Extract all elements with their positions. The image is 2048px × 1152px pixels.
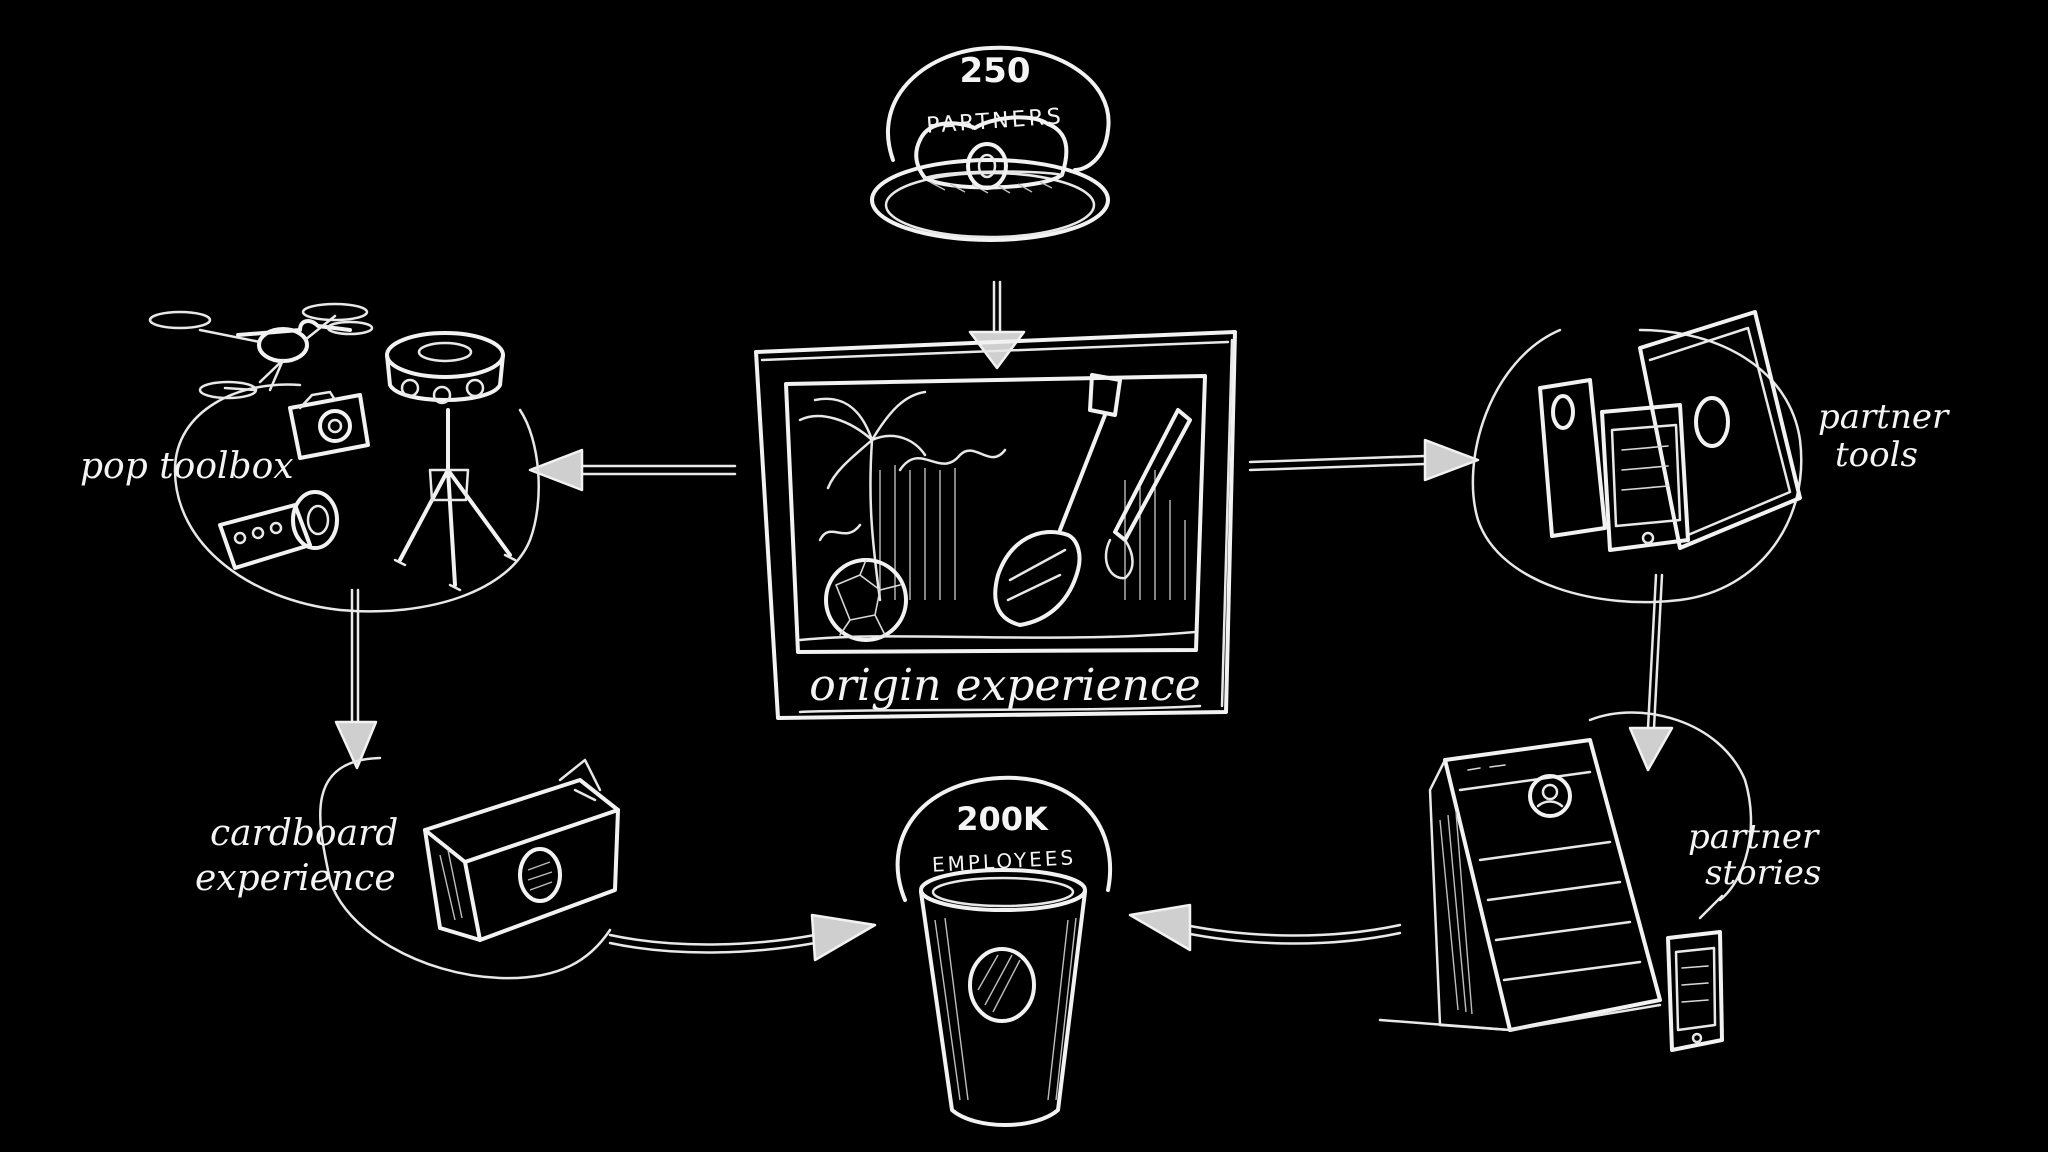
- mobile-phone-icon: [1668, 932, 1722, 1050]
- tablet-icon: [1640, 312, 1800, 548]
- partners-count: 250: [960, 51, 1031, 91]
- partner-tools-node: partner tools: [1473, 312, 1950, 602]
- shovel-icon: [995, 375, 1120, 625]
- cardboard-viewer-icon: [425, 760, 618, 940]
- arrow-stories-to-employees: [1130, 905, 1400, 950]
- arrow-cardboard-to-employees: [610, 915, 875, 960]
- origin-experience-node: origin experience: [756, 332, 1235, 718]
- cardboard-label-line2: experience: [195, 858, 396, 899]
- hat-logo-icon: [968, 144, 1006, 188]
- origin-experience-label: origin experience: [809, 660, 1200, 711]
- 360-camera-tripod-icon: [387, 333, 515, 590]
- arrow-partners-to-origin: [970, 282, 1024, 368]
- employees-cup-node: 200K EMPLOYEES: [898, 778, 1110, 1125]
- employees-caption: EMPLOYEES: [931, 845, 1076, 877]
- document-icon: [1380, 740, 1660, 1030]
- arrow-origin-to-pop-toolbox: [530, 450, 735, 490]
- drone-icon: [150, 304, 372, 398]
- camera-icon: [290, 392, 368, 458]
- partner-stories-node: partner stories: [1380, 713, 1821, 1051]
- partner-tools-outline: [1473, 330, 1801, 602]
- arrow-origin-to-partner-tools: [1250, 440, 1478, 480]
- origin-picture: [786, 376, 1205, 652]
- partner-tools-label-line1: partner: [1818, 397, 1950, 437]
- pop-toolbox-node: pop toolbox: [80, 304, 539, 611]
- partner-stories-label-line2: stories: [1705, 853, 1821, 893]
- pop-toolbox-label: pop toolbox: [80, 446, 294, 487]
- phone-back-icon: [1540, 380, 1605, 536]
- coffee-cup-icon: [921, 870, 1085, 1125]
- partner-stories-label-line1: partner: [1688, 817, 1820, 857]
- coffee-cherry-icon: [826, 560, 906, 640]
- partner-tools-label-line2: tools: [1835, 435, 1918, 475]
- arrow-pop-toolbox-to-cardboard: [336, 590, 376, 768]
- cardboard-label-line1: cardboard: [210, 813, 398, 854]
- arrow-partner-tools-to-stories: [1630, 575, 1672, 770]
- action-camera-icon: [220, 492, 337, 568]
- employees-count: 200K: [956, 800, 1049, 838]
- partners-hat-node: 250 PARTNERS: [872, 48, 1109, 240]
- cardboard-experience-node: cardboard experience: [195, 758, 618, 978]
- pop-toolbox-outline: [175, 384, 539, 611]
